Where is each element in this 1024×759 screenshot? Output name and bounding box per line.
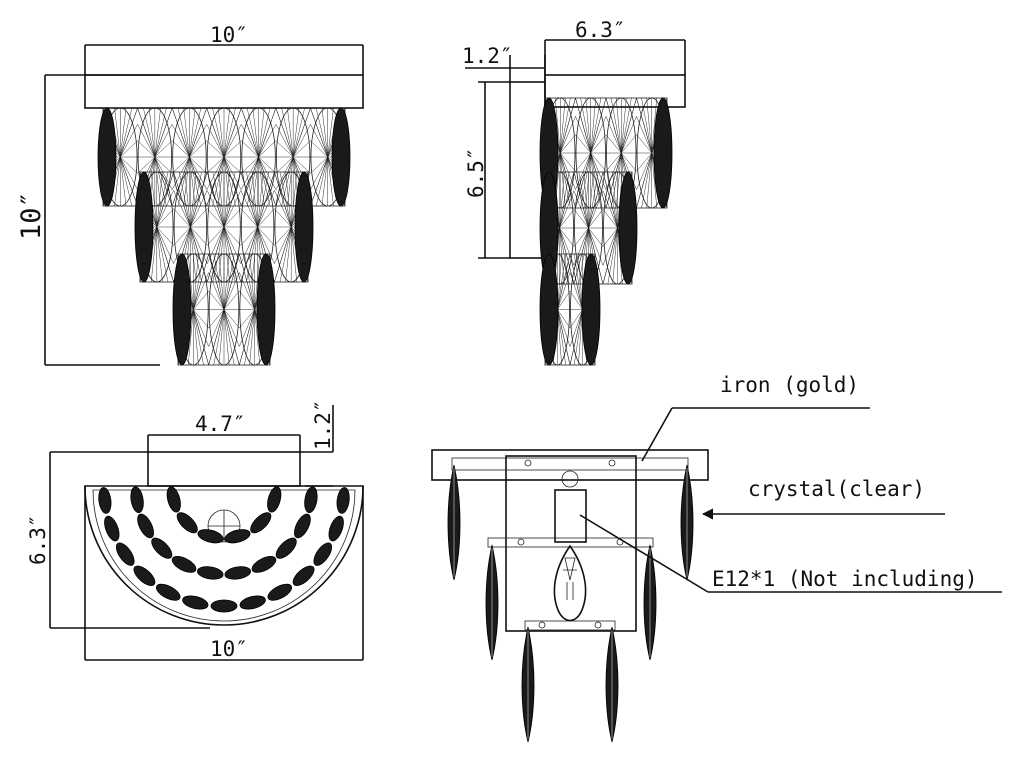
- detail-bottom-rail: [524, 620, 616, 631]
- crystal-bead: [275, 537, 297, 559]
- top-half-disc: [84, 485, 364, 626]
- crystal-bead: [239, 595, 266, 610]
- crystal-bead: [196, 566, 224, 580]
- detail-wall-bar: [431, 449, 709, 481]
- crystal-bead: [171, 556, 197, 573]
- crystal-bead: [224, 566, 252, 580]
- front-height-label: 10″: [16, 191, 47, 240]
- crystal-bead: [294, 513, 311, 539]
- side-depth-label: 6.3″: [575, 18, 626, 42]
- crystal-bead: [251, 556, 277, 573]
- front-width-label: 10″: [210, 23, 248, 47]
- detail-crystal-drops: [447, 464, 694, 743]
- crystal-bead: [115, 542, 135, 566]
- crystal-bead: [182, 595, 209, 610]
- top-depth-dimension: 6.3″: [26, 451, 210, 629]
- bulb-label: E12*1 (Not including): [712, 567, 978, 591]
- crystal-bead: [304, 486, 318, 514]
- crystal-bead: [151, 537, 173, 559]
- front-width-dimension: 10″: [84, 23, 364, 75]
- crystal-bead: [250, 512, 272, 534]
- top-backplate-label: 4.7″: [195, 412, 246, 436]
- front-view: 10″ 10″: [16, 23, 364, 366]
- crystal-bead: [98, 487, 112, 514]
- material-label: iron (gold): [720, 373, 859, 397]
- crystal-bead: [176, 512, 198, 534]
- side-plate-label: 1.2″: [462, 44, 513, 68]
- side-plate-dimension: 1.2″: [462, 44, 546, 82]
- crystal-panel: [134, 171, 314, 283]
- front-canopy: [84, 74, 364, 109]
- crystal-bead: [336, 487, 350, 514]
- detail-top-rail: [451, 457, 689, 471]
- side-view: 6.3″ 1.2″ 6.5″: [462, 18, 686, 366]
- top-plate-depth-label: 1.2″: [311, 399, 335, 450]
- front-crystal-tiers: [97, 107, 351, 366]
- crystal-panel: [97, 107, 351, 207]
- crystal-panel: [172, 253, 276, 366]
- side-top-bar: [544, 74, 686, 108]
- crystal-bead: [313, 542, 333, 566]
- top-crystal-rings: [98, 486, 350, 613]
- crystal-panel: [539, 97, 673, 209]
- detail-view: iron (gold) crystal(clear) E12*1 (Not in…: [431, 373, 1002, 743]
- detail-bulb: [553, 470, 587, 622]
- crystal-bead: [267, 583, 293, 601]
- side-crystal-tiers: [539, 97, 673, 366]
- crystal-bead: [130, 486, 144, 514]
- crystal-bead: [197, 529, 224, 544]
- crystal-bead: [292, 565, 315, 586]
- top-width-label: 10″: [210, 637, 248, 661]
- crystal-callout: crystal(clear): [701, 477, 945, 520]
- crystal-bead: [137, 513, 154, 539]
- crystal-bead: [133, 565, 156, 586]
- bulb-callout: E12*1 (Not including): [579, 514, 1002, 593]
- side-height-dimension: 6.5″: [464, 81, 510, 259]
- side-depth-dimension: 6.3″: [544, 18, 686, 75]
- detail-back-frame: [505, 455, 637, 632]
- crystal-label: crystal(clear): [748, 477, 925, 501]
- top-width-dimension: 10″: [84, 486, 364, 661]
- top-plate-depth-dimension: 1.2″: [300, 399, 335, 487]
- crystal-bead: [328, 515, 344, 542]
- crystal-bead: [166, 486, 181, 513]
- crystal-bead: [267, 486, 282, 513]
- crystal-bead: [155, 583, 181, 601]
- crystal-panel: [539, 171, 638, 285]
- top-depth-label: 6.3″: [26, 514, 50, 565]
- material-callout: iron (gold): [641, 373, 870, 462]
- side-height-label: 6.5″: [464, 147, 488, 198]
- crystal-bead: [104, 515, 120, 542]
- crystal-bead: [210, 599, 238, 613]
- top-view: 4.7″ 1.2″ 6.3″ 10″: [26, 399, 364, 661]
- top-backplate: [147, 451, 301, 487]
- crystal-panel: [539, 253, 601, 366]
- top-backplate-dimension: 4.7″: [147, 412, 301, 452]
- crystal-bead: [224, 529, 251, 544]
